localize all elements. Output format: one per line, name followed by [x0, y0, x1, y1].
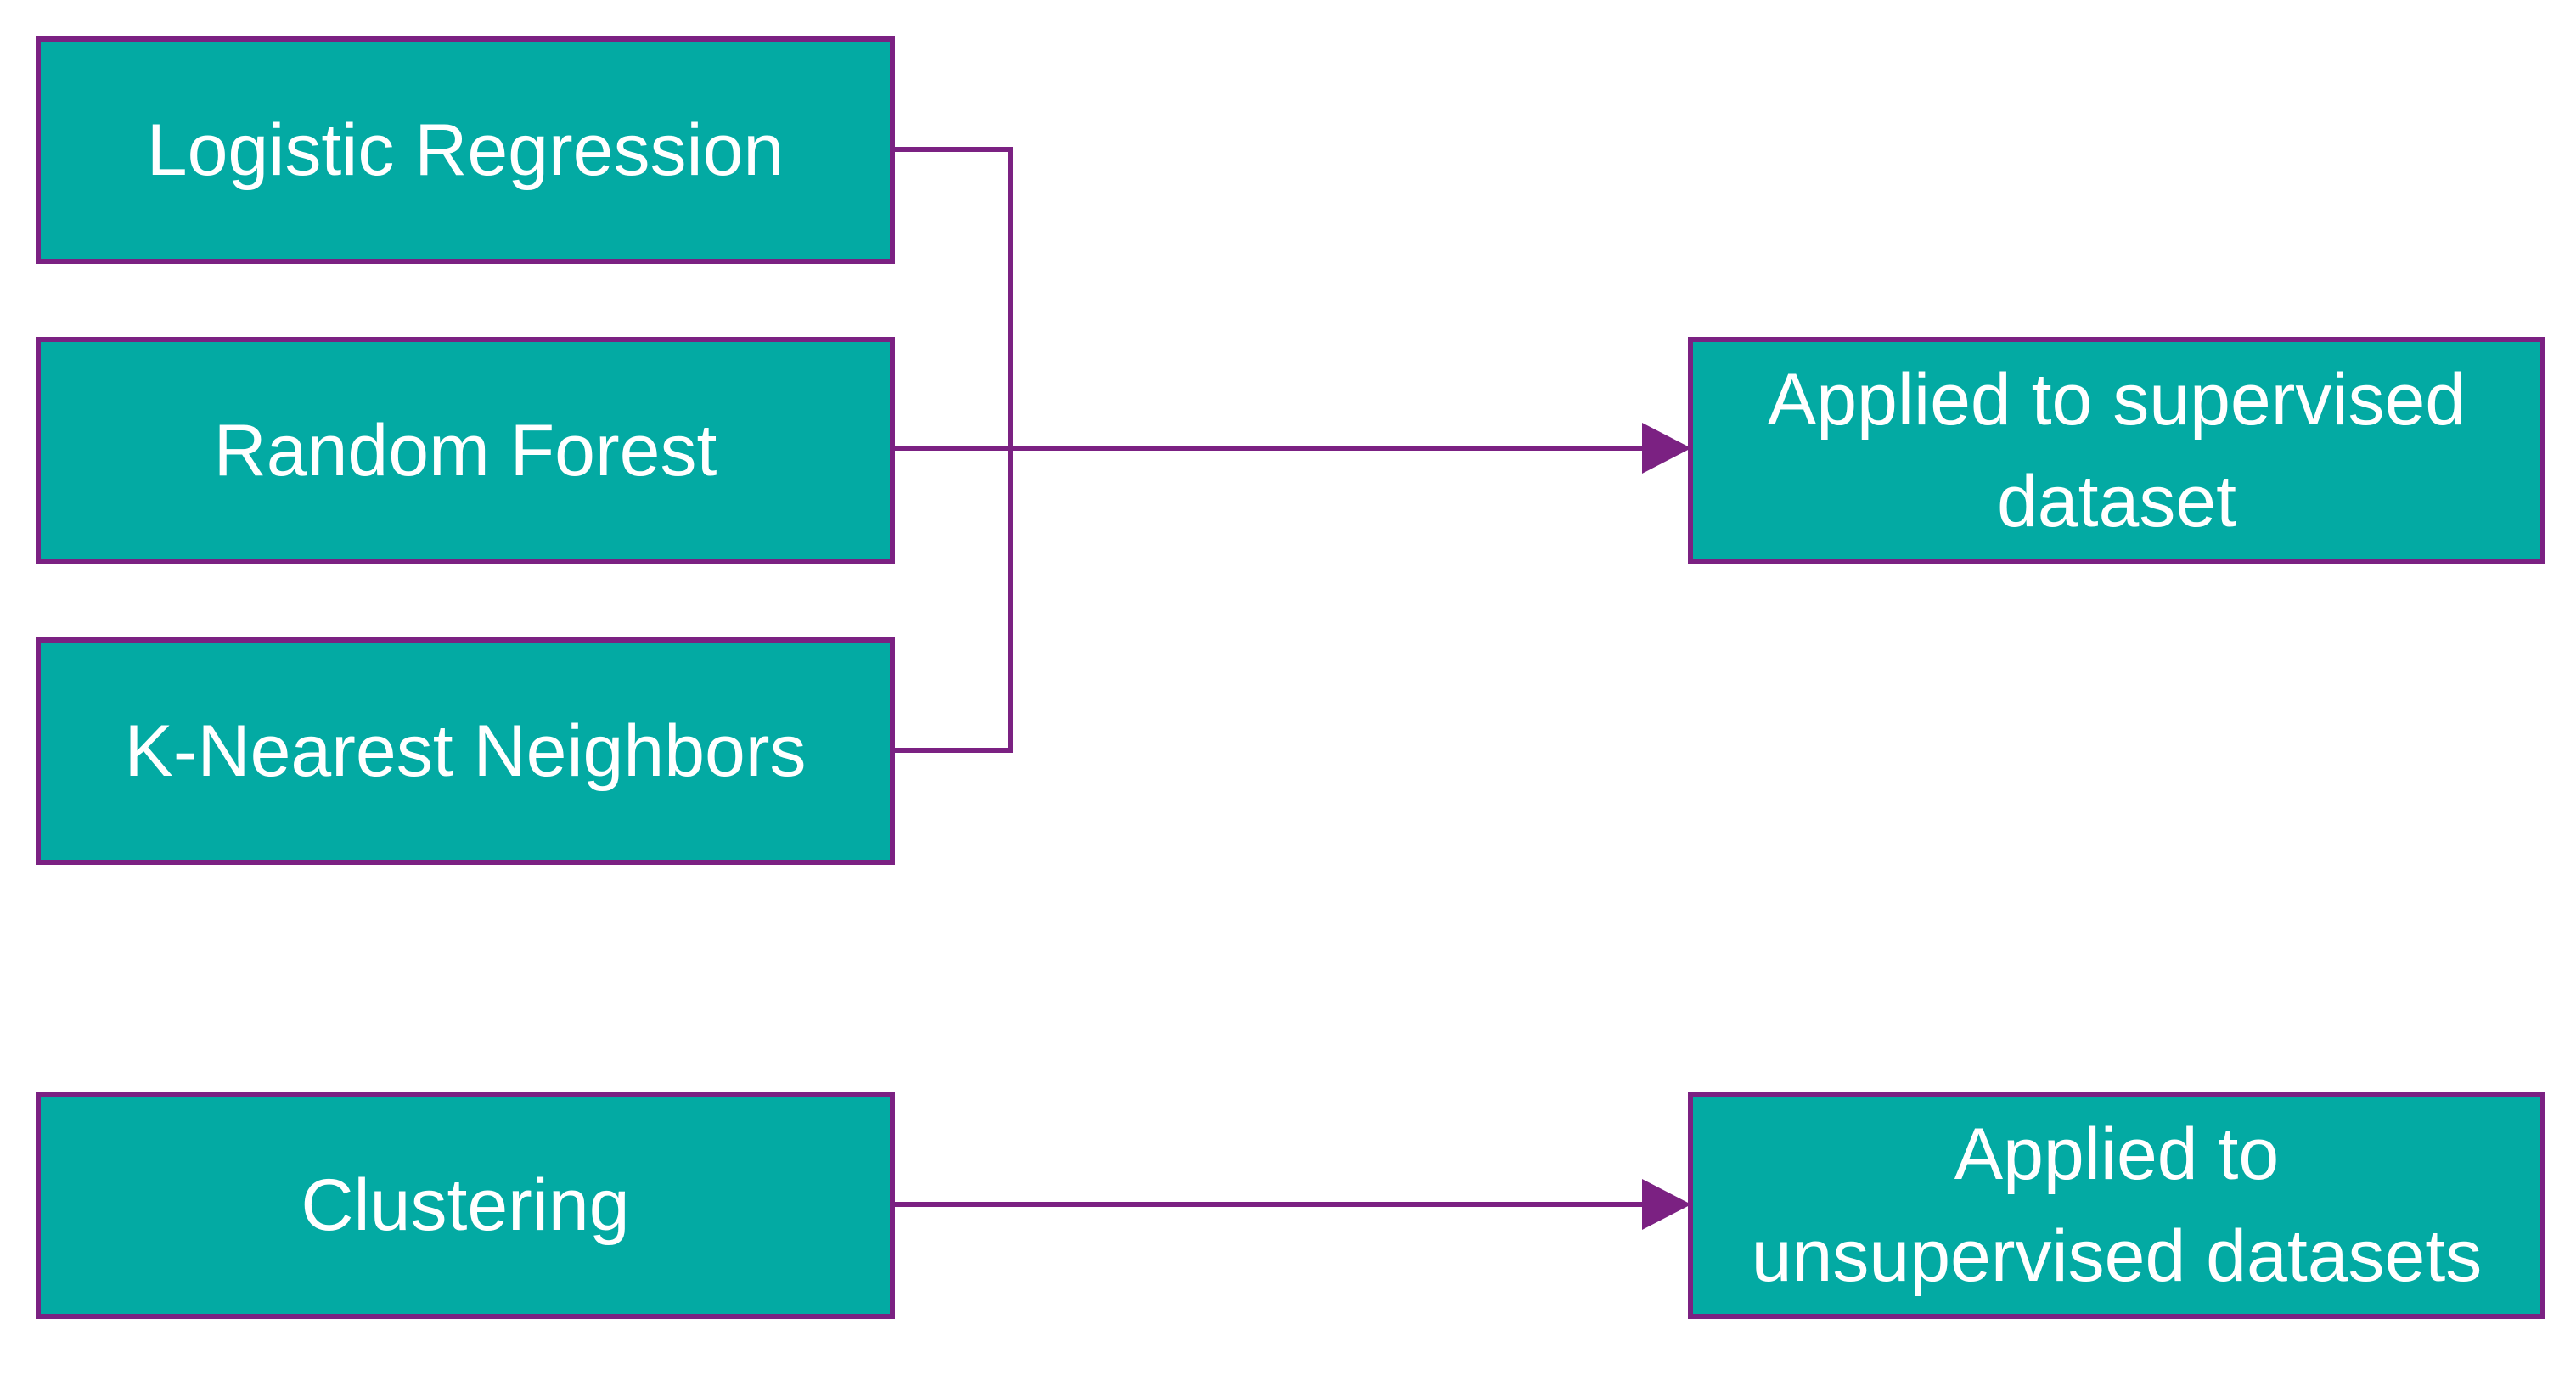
knn-label: K-Nearest Neighbors	[124, 710, 807, 792]
unsupervised-target-box: Applied to unsupervised datasets	[1688, 1092, 2545, 1319]
clustering-label: Clustering	[301, 1164, 630, 1246]
unsupervised-target-line1: Applied to	[1954, 1113, 2280, 1195]
arrowhead-unsupervised	[1642, 1179, 1691, 1230]
supervised-target-line2: dataset	[1996, 461, 2237, 542]
unsupervised-target-line2: unsupervised datasets	[1751, 1215, 2483, 1297]
logistic-regression-box: Logistic Regression	[36, 36, 895, 264]
arrowhead-supervised	[1642, 423, 1691, 474]
clustering-box: Clustering	[36, 1092, 895, 1319]
logistic-regression-label: Logistic Regression	[146, 109, 785, 191]
supervised-target-box: Applied to supervised dataset	[1688, 337, 2545, 564]
random-forest-label: Random Forest	[213, 409, 717, 491]
knn-box: K-Nearest Neighbors	[36, 637, 895, 865]
random-forest-box: Random Forest	[36, 337, 895, 564]
supervised-target-line1: Applied to supervised	[1767, 358, 2466, 441]
